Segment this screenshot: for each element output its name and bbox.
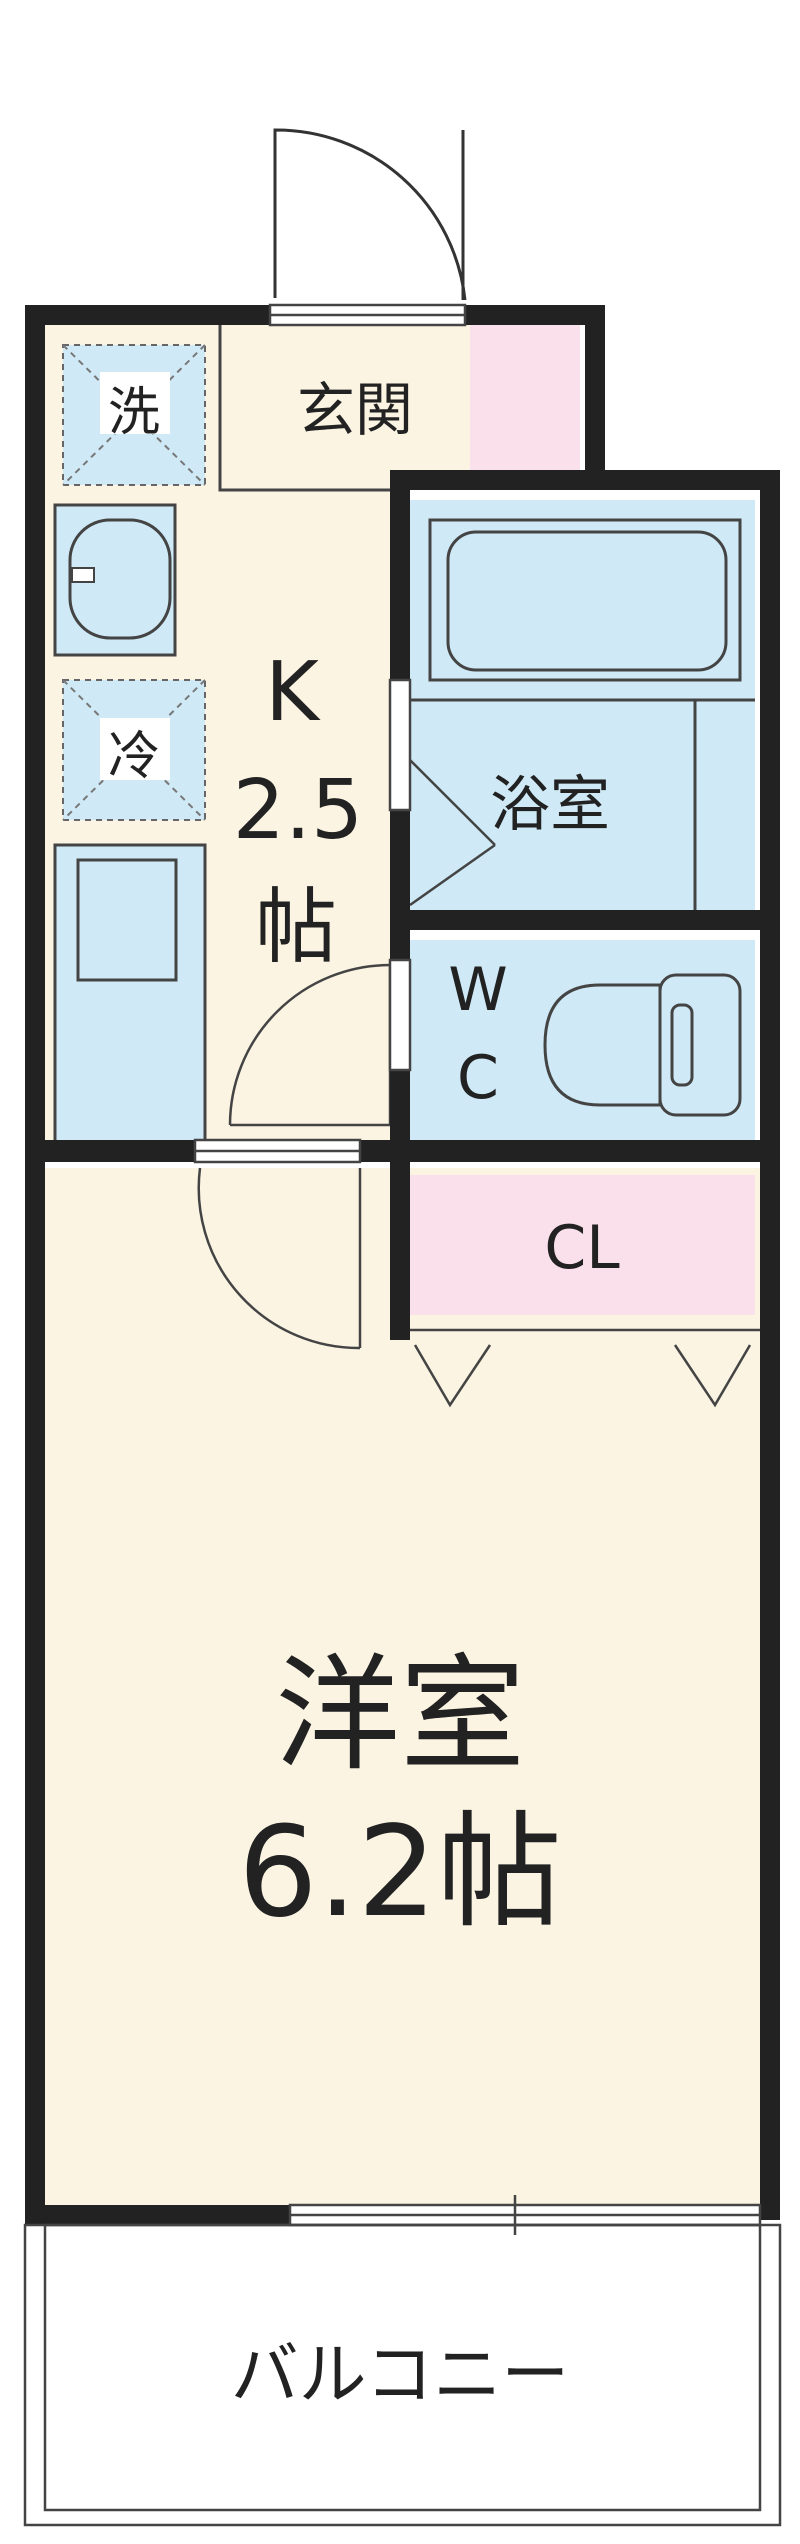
bath-label: 浴室 — [490, 770, 610, 840]
entrance-door — [273, 128, 467, 301]
wc-label-c: C — [457, 1043, 499, 1113]
fridge-label: 冷 — [108, 727, 160, 787]
kitchen-label-unit: 帖 — [255, 880, 337, 975]
western-room-size: 6.2帖 — [238, 1800, 562, 1945]
closet-doors — [410, 1328, 760, 1408]
kitchen-counter — [53, 843, 207, 1147]
bath-door — [409, 759, 496, 907]
entrance-mat — [470, 325, 580, 470]
entrance-label: 玄関 — [297, 376, 413, 444]
western-room-floor — [40, 1168, 760, 2218]
balcony — [23, 2223, 782, 2527]
walls — [25, 305, 780, 2225]
western-room-door — [197, 1167, 362, 1350]
entrance-step — [218, 325, 390, 492]
closet-label: CL — [544, 1213, 620, 1283]
bathtub — [410, 518, 755, 910]
wash-basin — [53, 503, 177, 657]
western-room-label: 洋室 — [275, 1643, 525, 1788]
toilet — [543, 973, 742, 1117]
kitchen-label-size: 2.5 — [233, 763, 363, 858]
kitchen-label-k: K — [265, 645, 321, 740]
balcony-label: バルコニー — [231, 2336, 570, 2415]
entrance-floor — [240, 325, 470, 470]
closet-floor — [410, 1175, 755, 1315]
washer-label: 洗 — [108, 383, 160, 443]
wc-label-w: W — [448, 955, 507, 1025]
